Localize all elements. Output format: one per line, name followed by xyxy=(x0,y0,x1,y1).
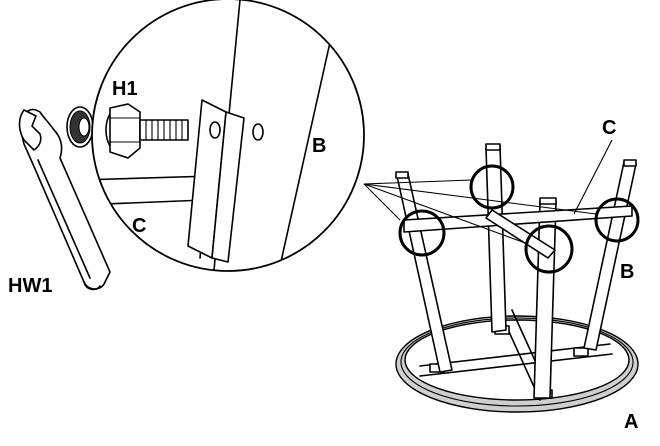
label-c: C xyxy=(602,117,616,139)
bolt-icon xyxy=(105,103,189,159)
label-b: B xyxy=(620,261,634,283)
label-hw1: HW1 xyxy=(8,275,52,297)
wrench-icon xyxy=(18,108,111,291)
label-c-magnified: C xyxy=(132,215,146,237)
magnified-detail xyxy=(91,0,365,272)
label-a: A xyxy=(624,411,638,433)
washer-icon xyxy=(66,106,94,148)
label-b-magnified: B xyxy=(312,135,326,157)
label-h1: H1 xyxy=(112,78,138,100)
table-assembly xyxy=(363,139,640,413)
